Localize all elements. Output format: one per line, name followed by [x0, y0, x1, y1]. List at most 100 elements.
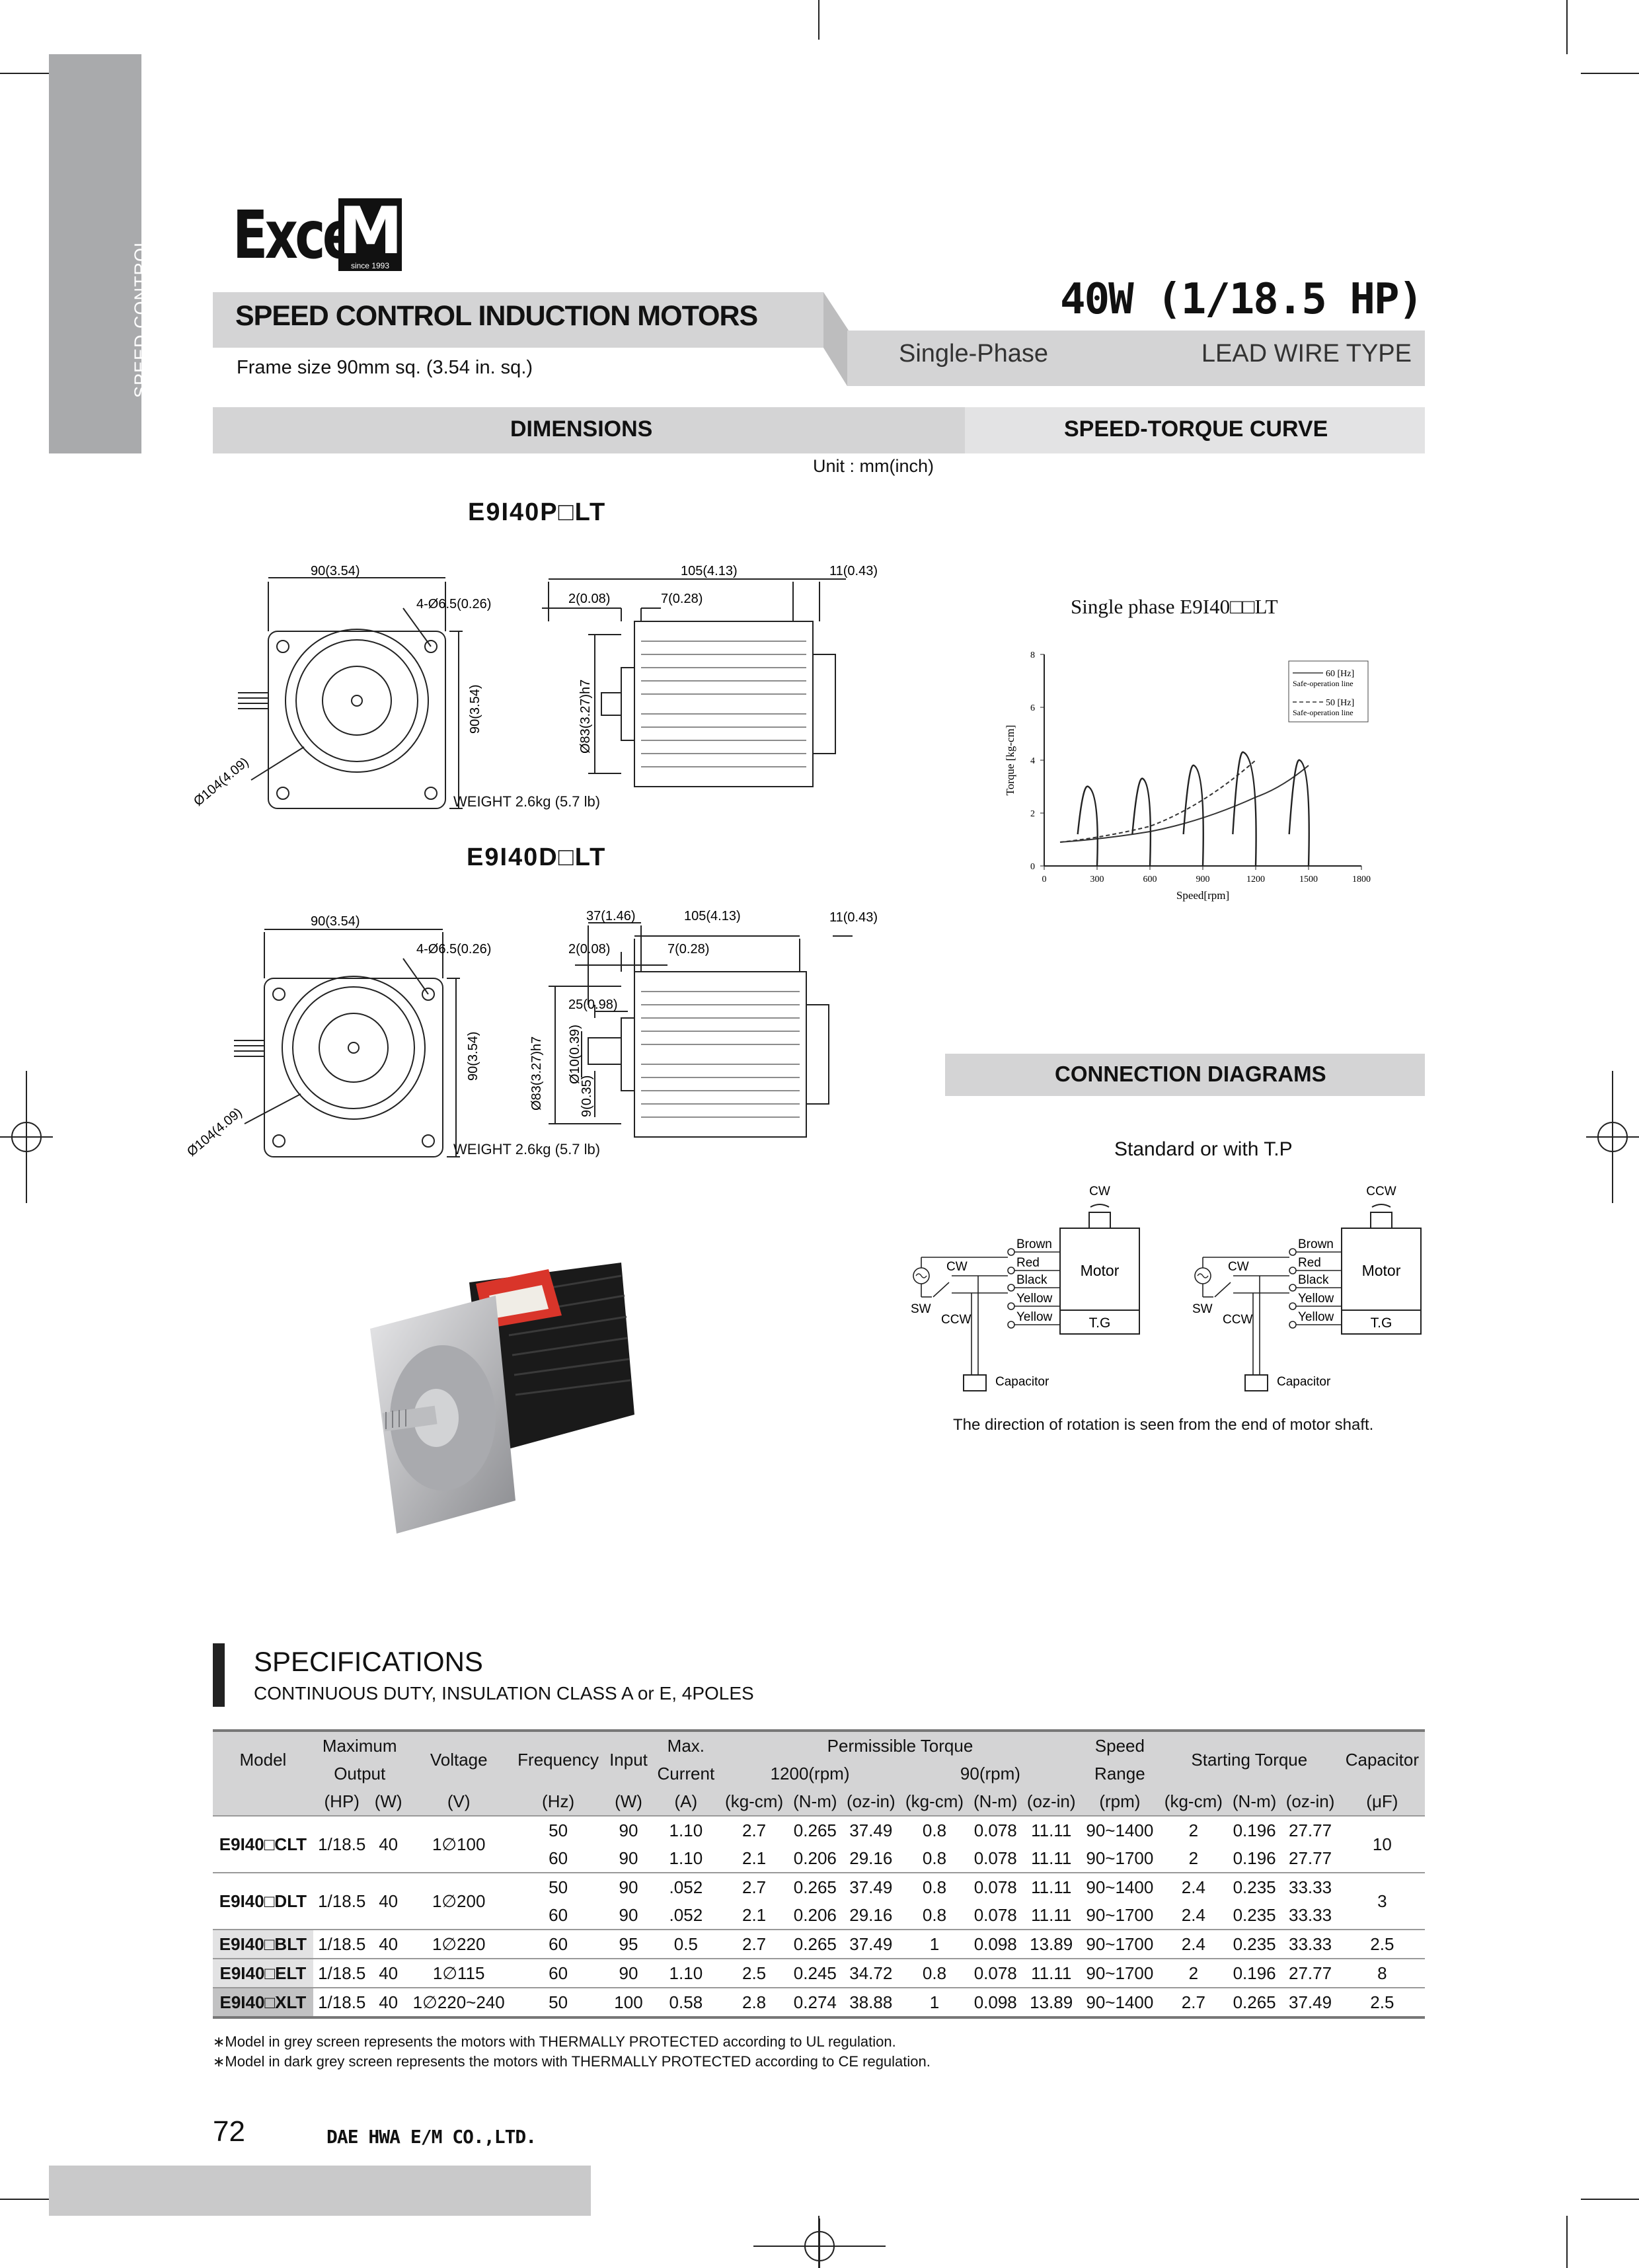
spec-note-1: ∗Model in grey screen represents the mot…: [213, 2033, 896, 2050]
wire-label: Red: [1016, 1256, 1040, 1270]
table-cell: 27.77: [1281, 1815, 1340, 1844]
th-1200: 1200(rpm): [720, 1760, 900, 1787]
th-current: Current: [652, 1760, 720, 1787]
sw-label: SW: [911, 1302, 931, 1316]
table-cell: 0.235: [1227, 1929, 1281, 1959]
table-cell: 3: [1339, 1872, 1425, 1930]
table-cell: 37.49: [841, 1872, 900, 1901]
dim-d-width: 90(3.54): [311, 914, 360, 929]
sw-label: SW: [1192, 1302, 1213, 1316]
specs-marker: [213, 1643, 225, 1707]
table-cell: 60: [549, 1904, 568, 1925]
wire-type-label: LEAD WIRE TYPE: [1201, 340, 1412, 368]
specs-subtitle: CONTINUOUS DUTY, INSULATION CLASS A or E…: [254, 1683, 754, 1703]
table-cell: 50: [511, 1872, 605, 1901]
crop-mark: [1566, 2216, 1568, 2268]
connection-heading: CONNECTION DIAGRAMS: [1055, 1062, 1326, 1086]
side-tab: SPEED CONTROL INDUCTION MOTORS: [49, 54, 174, 453]
legend-sub: Safe-operation line: [1293, 708, 1353, 717]
title-bar: SPEED CONTROL INDUCTION MOTORS: [213, 292, 823, 348]
table-cell: 0.8: [922, 1904, 947, 1925]
switch-icon: [1214, 1282, 1231, 1298]
th-start: Starting Torque: [1159, 1729, 1340, 1787]
table-cell: 0.8: [922, 1848, 947, 1868]
dim-d-weight: WEIGHT 2.6kg (5.7 lb): [453, 1141, 601, 1157]
connection-subtitle: Standard or with T.P: [1114, 1138, 1293, 1160]
crop-mark: [1566, 0, 1568, 54]
table-cell: 60: [549, 1848, 568, 1868]
table-cell: 38.88: [841, 1987, 900, 2019]
capacitor-icon: [963, 1374, 987, 1391]
table-cell: 33.33: [1281, 1929, 1340, 1959]
unit-cell: (HP): [313, 1787, 371, 1816]
dim-p-length: 105(4.13): [681, 564, 738, 578]
table-cell: 40: [370, 1929, 406, 1959]
wire-label: Red: [1298, 1256, 1321, 1270]
unit-cell: (μF): [1339, 1787, 1425, 1816]
cw-label: CW: [1228, 1260, 1249, 1274]
table-cell: 27.77: [1281, 1958, 1340, 1988]
torque-drop-curve: [1182, 764, 1204, 867]
rotation-arrow-icon: [1371, 1204, 1391, 1208]
table-cell: 0.8: [899, 1815, 969, 1844]
table-cell: 90: [619, 1848, 638, 1868]
table-cell: 2.4: [1181, 1904, 1205, 1925]
table-cell: E9I40□DLT: [213, 1872, 313, 1930]
chart-title: Single phase E9I40□□LT: [1071, 595, 1278, 618]
table-cell: 100: [605, 1987, 652, 2019]
table-cell: 90~1700: [1086, 1848, 1154, 1868]
x-tick-label: 0: [1042, 875, 1047, 884]
table-cell: 50: [511, 1815, 605, 1844]
dim-d-shaft-dia: Ø10(0.39): [568, 1025, 582, 1084]
table-cell: E9I40□CLT: [213, 1815, 313, 1873]
table-cell: 0.196: [1227, 1958, 1281, 1988]
table-cell: 0.078: [968, 1872, 1022, 1901]
x-tick-label: 1800: [1352, 875, 1371, 884]
x-axis-label: Speed[rpm]: [1176, 889, 1229, 902]
crop-mark: [1581, 2199, 1639, 2200]
unit-cell: (Hz): [511, 1787, 605, 1816]
terminal: [1289, 1302, 1297, 1310]
table-cell: 33.33: [1281, 1872, 1340, 1901]
wire-label: Yellow: [1298, 1292, 1334, 1306]
dimensions-bar: DIMENSIONS: [213, 407, 973, 453]
y-tick-label: 6: [1030, 703, 1035, 713]
unit-cell: (rpm): [1080, 1787, 1159, 1816]
table-cell: .052: [652, 1872, 720, 1901]
model-p-title: E9I40P□LT: [468, 498, 607, 526]
table-cell: 0.265: [788, 1872, 842, 1901]
registration-mark-left: [0, 1071, 53, 1203]
dimensions-heading: DIMENSIONS: [510, 416, 653, 442]
capacitor-icon: [1244, 1374, 1268, 1391]
side-tab-line2: INDUCTION MOTORS: [155, 225, 174, 418]
table-cell: 0.265: [1227, 1987, 1281, 2019]
dim-p-height: 90(3.54): [468, 685, 482, 734]
table-cell: 0.235: [1227, 1872, 1281, 1901]
dim-p-dia: Ø83(3.27)h7: [578, 680, 593, 754]
dim-d-a: 2(0.08): [568, 942, 610, 957]
table-cell: 0.235: [1233, 1904, 1276, 1925]
table-cell: 90: [605, 1815, 652, 1844]
table-cell: 27.77: [1289, 1848, 1332, 1868]
dim-d-b: 7(0.28): [667, 942, 709, 957]
unit-cell: (A): [652, 1787, 720, 1816]
table-cell: 1/18.5: [313, 1872, 371, 1930]
rotation-arrow-icon: [1090, 1204, 1110, 1208]
th-perm: Permissible Torque: [720, 1729, 1081, 1760]
table-cell: 0.5: [652, 1929, 720, 1959]
dim-d-diag: Ø104(4.09): [184, 1105, 245, 1159]
dim-d-shaft: 37(1.46): [586, 909, 636, 923]
ccw-label: CCW: [1223, 1313, 1252, 1327]
table-cell: 11.11: [1031, 1904, 1072, 1925]
spec-note-2: ∗Model in dark grey screen represents th…: [213, 2053, 931, 2070]
table-cell: 0.58: [652, 1987, 720, 2019]
unit-cell: (N-m): [1227, 1787, 1281, 1816]
table-cell: .052: [669, 1904, 703, 1925]
table-cell: 2.7: [720, 1929, 789, 1959]
footer-bar: [49, 2166, 591, 2216]
